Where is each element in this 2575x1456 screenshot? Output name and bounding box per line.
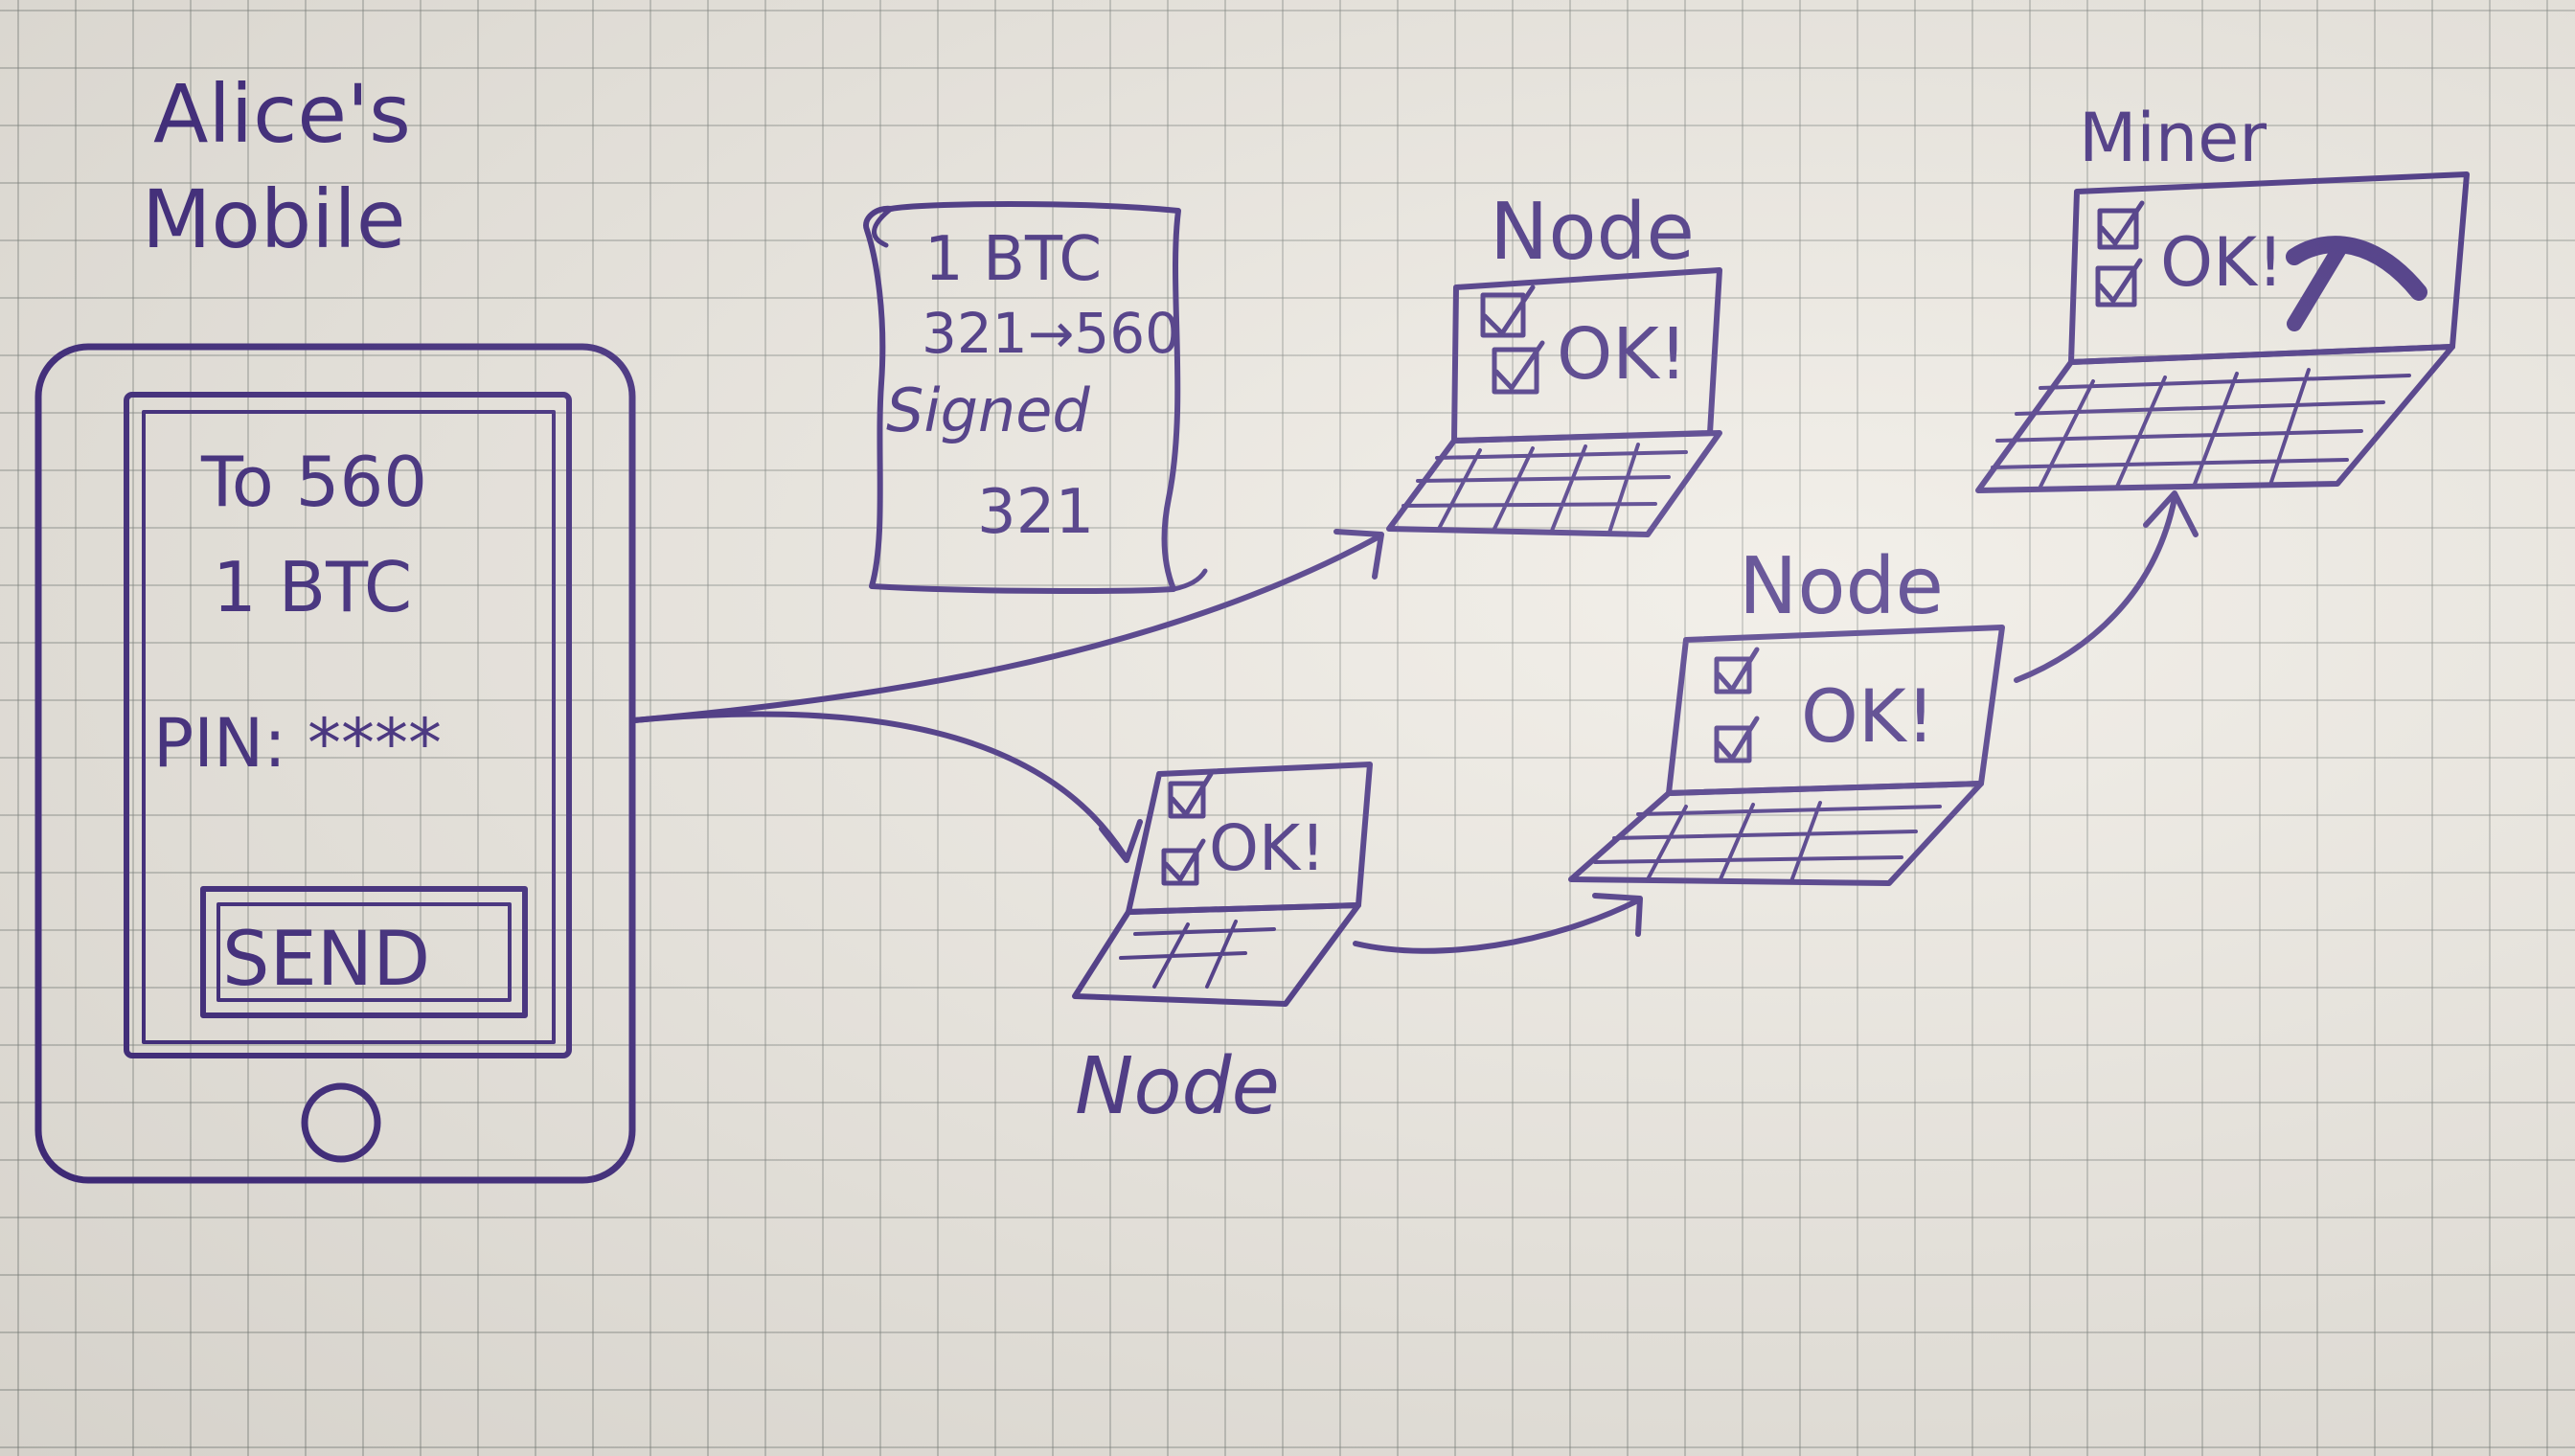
miner-keyboard <box>1975 344 2455 493</box>
note-line1: 1 BTC <box>924 224 1102 295</box>
lower-node-label: Node <box>1075 1041 1280 1132</box>
phone-screen <box>124 392 572 1058</box>
check-marks <box>1716 647 1760 762</box>
phone-screen-inner <box>142 410 556 1044</box>
send-button-label: SEND <box>222 917 430 1003</box>
scroll-curl-top <box>872 206 894 248</box>
phone-to-line: To 560 <box>200 442 427 522</box>
lower-node-status: OK! <box>1209 811 1326 885</box>
miner-label: Miner <box>2079 99 2267 177</box>
pickaxe-handle <box>2287 237 2350 331</box>
transaction-note: 1 BTC 321→560 Signed 321 <box>863 201 1208 594</box>
pickaxe-icon <box>2286 236 2427 331</box>
broadcast-arrows <box>631 490 2199 954</box>
arrow-right-node-to-miner <box>2014 495 2177 683</box>
check-marks <box>1482 284 1545 391</box>
arrowhead <box>2143 490 2199 537</box>
scroll-outline <box>863 201 1181 594</box>
top-node-status: OK! <box>1557 313 1687 396</box>
top-node-label: Node <box>1490 187 1695 278</box>
node-top: Node OK! <box>1386 187 1722 537</box>
scroll-curl-bottom <box>1171 568 1208 592</box>
arrow-phone-to-top-node <box>631 534 1382 723</box>
node-right: Node OK! <box>1568 541 2005 886</box>
arrowhead <box>1333 529 1384 580</box>
checkbox-icon <box>1161 848 1199 886</box>
home-button[interactable] <box>301 1082 381 1163</box>
right-node-status: OK! <box>1801 673 1935 759</box>
keyboard-keys <box>1119 920 1276 989</box>
check-marks <box>2097 200 2145 304</box>
phone-title-line1: Alice's <box>153 67 411 161</box>
send-button-inner <box>216 902 512 1002</box>
arrow-phone-to-lower-node <box>631 711 1128 860</box>
phone: Alice's Mobile To 560 1 BTC PIN: **** SE… <box>34 67 636 1184</box>
pickaxe-head <box>2286 236 2427 301</box>
phone-amount-line: 1 BTC <box>213 547 412 627</box>
keyboard-keys <box>1991 368 2411 489</box>
arrowhead <box>1592 893 1643 937</box>
keyboard-keys <box>1593 801 1942 883</box>
miner: Miner OK! <box>1975 99 2470 493</box>
phone-body <box>34 343 636 1184</box>
send-button[interactable] <box>200 886 528 1018</box>
miner-status: OK! <box>2160 223 2284 302</box>
phone-pin-line: PIN: **** <box>153 704 442 783</box>
right-node-label: Node <box>1739 541 1944 632</box>
right-node-keyboard <box>1568 781 1984 886</box>
top-node-keyboard <box>1386 430 1722 537</box>
note-line2: 321→560 <box>922 301 1180 366</box>
keyboard-keys <box>1401 443 1688 535</box>
note-line3: Signed <box>886 375 1090 445</box>
arrowhead <box>1099 819 1143 863</box>
lower-node-keyboard <box>1072 902 1361 1007</box>
node-lower: OK! Node <box>1072 762 1373 1132</box>
note-line4: 321 <box>977 477 1094 548</box>
check-marks <box>1163 771 1214 882</box>
phone-title-line2: Mobile <box>142 172 406 266</box>
arrow-lower-to-right-node <box>1353 898 1641 954</box>
